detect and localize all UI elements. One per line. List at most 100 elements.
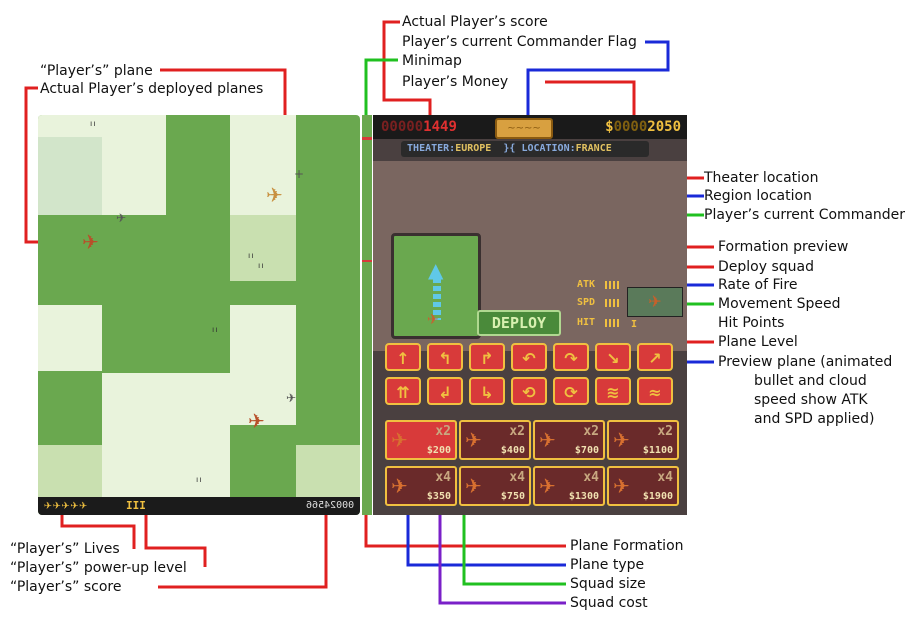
formation-button[interactable]: ↱: [469, 343, 505, 371]
plane-type-icon: ✈: [613, 474, 630, 498]
squad-cost: $700: [574, 445, 599, 456]
line-plane-formation: [364, 515, 566, 548]
location-bar: THEATER:EUROPE }{ LOCATION:FRANCE: [401, 141, 649, 157]
money: $00002050: [605, 119, 681, 135]
formation-button[interactable]: ↲: [427, 377, 463, 405]
formation-button[interactable]: ≋: [595, 377, 631, 405]
line-actual-score: [382, 20, 432, 118]
label-commander: Player’s current Commander: [704, 207, 906, 223]
squad-size: x2: [435, 424, 451, 439]
line-commander-flag: [526, 40, 670, 118]
label-deploy: Deploy squad: [718, 259, 814, 275]
formation-button[interactable]: ⇈: [385, 377, 421, 405]
enemy-plane-icon: ✈: [116, 211, 127, 225]
squad-size: x4: [509, 470, 525, 485]
label-formation-preview: Formation preview: [718, 239, 849, 255]
plane-type-icon: ✈: [613, 428, 630, 452]
plane-type-icon: ✈: [465, 474, 482, 498]
deployed-plane-icon: ✈: [82, 230, 99, 254]
player-plane-icon: ✈: [266, 183, 283, 207]
game-view: ıı ıı ıı ıı ıı ✈ ✈ ✈ ✈ + ✈ ✈✈✈✈✈ III 000…: [38, 115, 360, 515]
bullet: ıı: [90, 119, 97, 128]
squad-card[interactable]: ✈x2$700: [533, 420, 605, 460]
formation-button[interactable]: ↘: [595, 343, 631, 371]
plane-type-icon: ✈: [391, 428, 408, 452]
squad-size: x2: [657, 424, 673, 439]
actual-score: 000001449: [381, 119, 457, 135]
deploy-button[interactable]: DEPLOY: [477, 310, 561, 336]
line-money: [545, 80, 636, 118]
minimap: [362, 115, 372, 515]
bullet: ıı: [248, 251, 255, 260]
label-squad-size: Squad size: [570, 576, 646, 592]
squad-card[interactable]: ✈ x4 $750: [459, 466, 531, 506]
bullet: ıı: [258, 261, 265, 270]
preview-plane: ✈: [627, 287, 683, 317]
formation-button[interactable]: ↶: [511, 343, 547, 371]
label-preview-plane-3: speed show ATK: [754, 392, 868, 408]
plane-level: I: [631, 319, 638, 330]
formation-button[interactable]: ⟳: [553, 377, 589, 405]
squad-cost: $1300: [568, 491, 599, 502]
label-rate-of-fire: Rate of Fire: [718, 277, 798, 293]
squad-card[interactable]: ✈ x4 $1300: [533, 466, 605, 506]
label-players-plane: “Player’s” plane: [40, 63, 153, 79]
formation-button[interactable]: ⟲: [511, 377, 547, 405]
stat-spd-label: SPD: [577, 297, 596, 308]
label-preview-plane-2: bullet and cloud: [754, 373, 867, 389]
squad-card[interactable]: ✈x2$1100: [607, 420, 679, 460]
label-region: Region location: [704, 188, 812, 204]
enemy-plane-icon: +: [294, 167, 305, 181]
formation-preview: ▲ ✈: [391, 233, 481, 339]
line-minimap: [364, 58, 398, 140]
squad-card[interactable]: ✈ x4 $1900: [607, 466, 679, 506]
top-bar: 000001449 ~~~~ $00002050: [373, 115, 687, 139]
commander-flag-icon: ~~~~: [495, 118, 553, 139]
preview-plane-icon: ✈: [427, 312, 439, 328]
squad-cost: $750: [500, 491, 525, 502]
squad-size: x2: [583, 424, 599, 439]
formation-button[interactable]: ≈: [637, 377, 673, 405]
squad-card[interactable]: ✈x4$350: [385, 466, 457, 506]
label-plane-type: Plane type: [570, 557, 645, 573]
squad-card[interactable]: ✈x2$400: [459, 420, 531, 460]
label-actual-score: Actual Player’s score: [402, 14, 548, 30]
line-powerup: [144, 515, 207, 567]
formation-button[interactable]: ↰: [427, 343, 463, 371]
squad-cost: $350: [426, 491, 451, 502]
label-player-score: “Player’s” score: [10, 579, 122, 595]
squad-cost: $200: [426, 445, 451, 456]
formation-button[interactable]: ↗: [637, 343, 673, 371]
plane-type-icon: ✈: [539, 474, 556, 498]
squad-card[interactable]: ✈ x2 $200: [385, 420, 457, 460]
plane-icon: ✈: [648, 292, 662, 311]
power-level: III: [126, 499, 146, 512]
line-lives: [60, 515, 136, 549]
bullet: ıı: [196, 475, 203, 484]
squad-cost: $1900: [642, 491, 673, 502]
squad-size: x4: [435, 470, 451, 485]
label-hit-points: Hit Points: [718, 315, 785, 331]
theater-value: EUROPE: [455, 143, 492, 154]
stat-atk-label: ATK: [577, 279, 596, 290]
label-lives: “Player’s” Lives: [10, 541, 120, 557]
label-movement-speed: Movement Speed: [718, 296, 841, 312]
label-plane-level: Plane Level: [718, 334, 798, 350]
deployed-plane-icon: ✈: [248, 409, 265, 433]
label-squad-cost: Squad cost: [570, 595, 648, 611]
label-deployed-planes: Actual Player’s deployed planes: [40, 81, 264, 97]
formation-button[interactable]: ↳: [469, 377, 505, 405]
label-plane-formation: Plane Formation: [570, 538, 684, 554]
label-preview-plane-4: and SPD applied): [754, 411, 875, 427]
formation-button[interactable]: ↑: [385, 343, 421, 371]
line-player-score: [158, 515, 328, 589]
formation-button[interactable]: ↷: [553, 343, 589, 371]
game-status-bar: ✈✈✈✈✈ III 00024566: [38, 497, 360, 515]
label-minimap: Minimap: [402, 53, 462, 69]
label-preview-plane: Preview plane (animated: [718, 354, 893, 370]
squad-size: x2: [509, 424, 525, 439]
enemy-plane-icon: ✈: [286, 391, 297, 405]
squad-size: x4: [657, 470, 673, 485]
squad-size: x4: [583, 470, 599, 485]
plane-type-icon: ✈: [465, 428, 482, 452]
